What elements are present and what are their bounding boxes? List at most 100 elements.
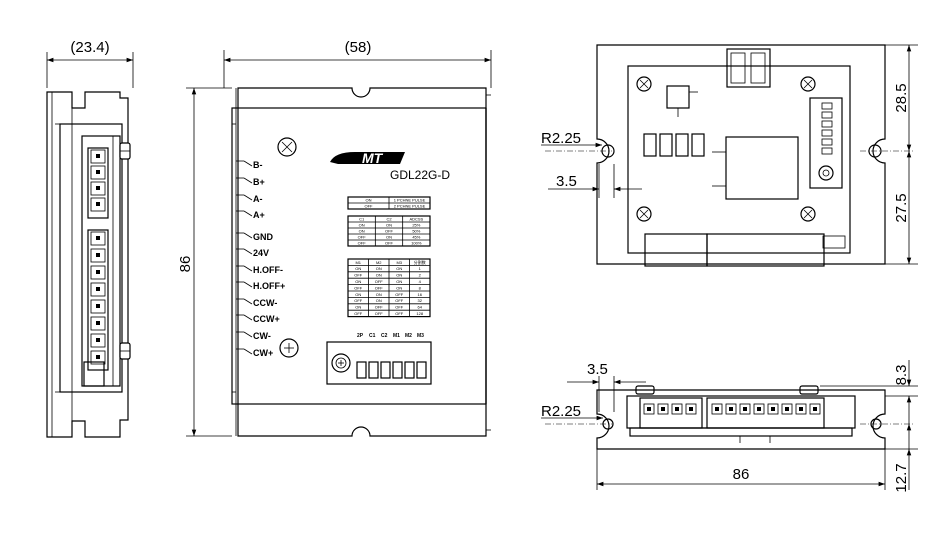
dimension-radius-bottom: R2.25 [541,403,603,421]
table-cell: OFF [354,285,363,290]
upper-hole-height-label: 28.5 [893,83,910,112]
table-cell: 8 [419,285,422,290]
table-cell: ON [376,298,382,303]
table-cell: ON [396,285,402,290]
table-cell: OFF [395,292,404,297]
side-pin [90,333,106,348]
lower-hole-height-label: 27.5 [893,193,910,222]
table-cell: OFF [395,298,404,303]
table-cell: ADCSS [409,216,423,221]
terminal-label: GND [253,232,274,242]
bottom-offset-label: 3.5 [587,361,608,378]
table-cell: 50% [412,228,420,233]
top-height-label: 8.3 [893,365,910,386]
side-view: (23.4) [46,39,134,438]
dip-key [368,361,379,379]
table-cell: M3 [396,260,402,265]
terminal-label: B+ [253,177,265,187]
dimension-base-height: 12.7 [885,424,918,493]
side-body [59,123,123,393]
side-pin [90,231,106,246]
side-pin [90,181,106,196]
radius-bottom-label: R2.25 [541,403,581,420]
table-cell: ON [355,279,361,284]
pcb-screw [636,76,652,92]
table-cell: 1 [419,266,422,271]
terminal-label: H.OFF- [253,265,283,275]
side-pin [90,350,106,365]
dip-key [416,361,427,379]
dip-key [404,361,415,379]
switch-label: C2 [381,333,388,339]
end-view: 3.5 R2.25 8.3 12.7 86 [541,360,918,493]
switch-label: M2 [405,333,412,339]
table-cell: 1 PCHNE PULSE [394,197,426,202]
dimension-side-width: (23.4) [46,39,134,88]
pcb-screw [636,206,652,222]
terminal-label: A+ [253,210,265,220]
dip-key [356,361,367,379]
table-cell: 2 PCHNE PULSE [394,203,426,208]
table-cell: OFF [395,311,404,316]
table-cell: ON [355,305,361,310]
table-cell: ON [355,266,361,271]
table-cell: OFF [358,234,367,239]
side-pin [90,165,106,180]
table-cell: ON [396,273,402,278]
table-cell: OFF [385,240,394,245]
table-cell: OFF [375,305,384,310]
terminal-label: 24V [253,248,269,258]
height-label: 86 [177,256,194,273]
table-cell: 25% [412,222,420,227]
side-pin [90,316,106,331]
side-flange [46,91,129,438]
bottom-width-label: 86 [733,466,750,483]
side-pin [90,248,106,263]
side-pin [90,299,106,314]
model-label: GDL22G-D [390,168,450,182]
dimension-radius-top: R2.25 [541,130,602,148]
table-cell: 分割数 [414,259,426,265]
terminal-label: H.OFF+ [253,281,285,291]
front-view: (58) 86 MT [177,39,492,437]
table-cell: OFF [358,240,367,245]
rotary-switch [331,353,351,373]
switch-label: M3 [417,333,424,339]
table-cell: OFF [375,285,384,290]
table-cell: ON [355,292,361,297]
dimension-bottom-offset: 3.5 [567,361,646,412]
table-cell: 100% [411,240,422,245]
table-cell: OFF [354,311,363,316]
side-pin [90,197,106,212]
table-cell: 2 [419,273,422,278]
side-screw-bottom [119,342,131,360]
table-cell: ON [376,266,382,271]
dimension-height: 86 [177,87,232,437]
table-cell: ON [359,228,365,233]
dimension-hole-offset-top: 3.5 [548,164,642,198]
terminal-label: CW+ [253,348,273,358]
table-cell: M1 [355,260,361,265]
front-screw-top [277,137,297,157]
hole-offset-top-label: 3.5 [556,173,577,190]
terminal-label: A- [253,194,263,204]
switch-label: M1 [393,333,400,339]
table-cell: 128 [416,311,423,316]
table-cell: 32 [418,298,423,303]
table-cell: 4 [419,279,422,284]
terminal-label: CW- [253,331,271,341]
dimension-top-height: 8.3 [820,360,918,424]
front-width-label: (58) [345,39,372,56]
table-cell: 64 [418,305,423,310]
pcb-board [627,65,851,254]
side-width-label: (23.4) [70,39,109,56]
table-cell: ON [396,279,402,284]
table-cell: OFF [385,228,394,233]
table-cell: ON [376,292,382,297]
brand-logo-text: MT [362,150,384,166]
